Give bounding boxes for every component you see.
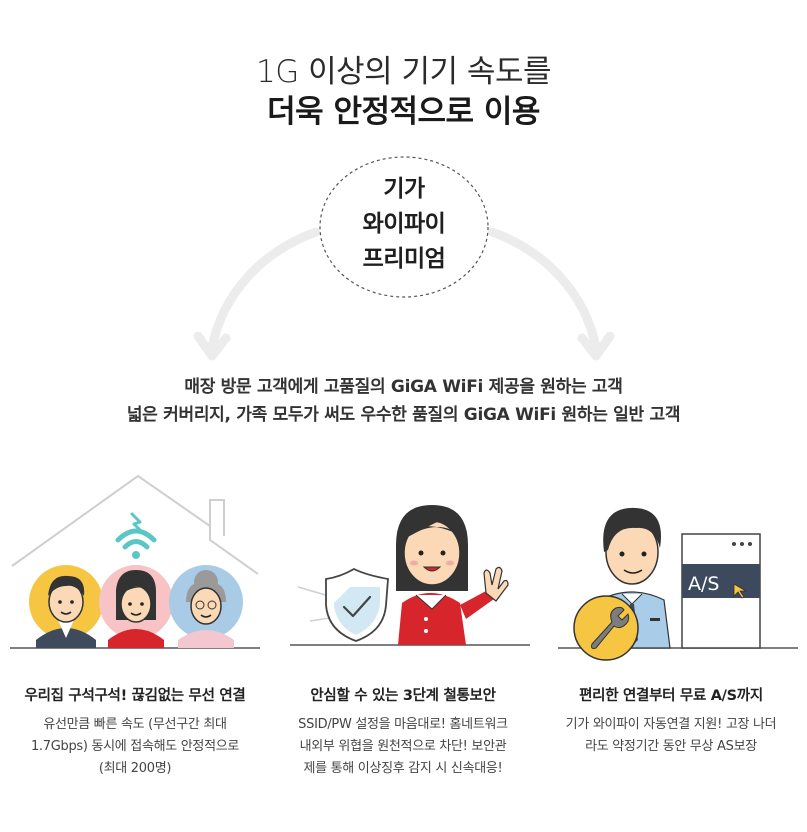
shield-icon [325,567,389,642]
circle-line-1: 기가 [383,176,425,202]
headline-line-2: 더욱 안정적으로 이용 [267,94,540,130]
dad-avatar [29,565,103,648]
center-dashed-circle [319,156,489,298]
feature-text-home: 유선만큼 빠른 속도 (무선구간 최대 1.7Gbps) 동시에 접속해도 안정… [30,717,240,776]
woman-body [398,593,466,645]
feature-title-security: 안심할 수 있는 3단계 철통보안 [310,688,496,704]
family-house-illustration [10,474,260,649]
circle-text: 기가 와이파이 프리미엄 [318,172,490,277]
screen-label: A/S [688,573,719,595]
security-woman-illustration [290,505,530,646]
feature-text-security: SSID/PW 설정을 마음대로! 홈네트워크 내외부 위협을 원천적으로 차단… [298,717,508,776]
cursor-icon [733,583,748,599]
monitor-screen [681,533,761,649]
circle-line-2: 와이파이 [362,211,446,237]
as-service-illustration: A/S [558,507,798,661]
left-curved-arrow [207,227,321,353]
mom-avatar [99,565,173,648]
description-line-1: 매장 방문 고객에게 고품질의 GiGA WiFi 제공을 원하는 고객 [184,377,623,397]
circle-line-3: 프리미엄 [362,246,446,272]
feature-title-home: 우리집 구석구석! 끊김없는 무선 연결 [24,688,246,704]
description-line-2: 넓은 커버리지, 가족 모두가 써도 우수한 품질의 GiGA WiFi 원하는… [126,405,681,425]
grandma-avatar [169,565,243,648]
right-curved-arrow [487,227,601,353]
wifi-icon [115,512,157,559]
raised-hand-icon [483,566,509,602]
headline-line-1: 1G 이상의 기기 속도를 [256,54,551,90]
feature-title-as: 편리한 연결부터 무료 A/S까지 [579,688,763,704]
feature-text-as: 기가 와이파이 자동연결 지원! 고장 나더 라도 약정기간 동안 무상 AS보… [565,717,777,754]
wrench-icon [573,595,639,661]
